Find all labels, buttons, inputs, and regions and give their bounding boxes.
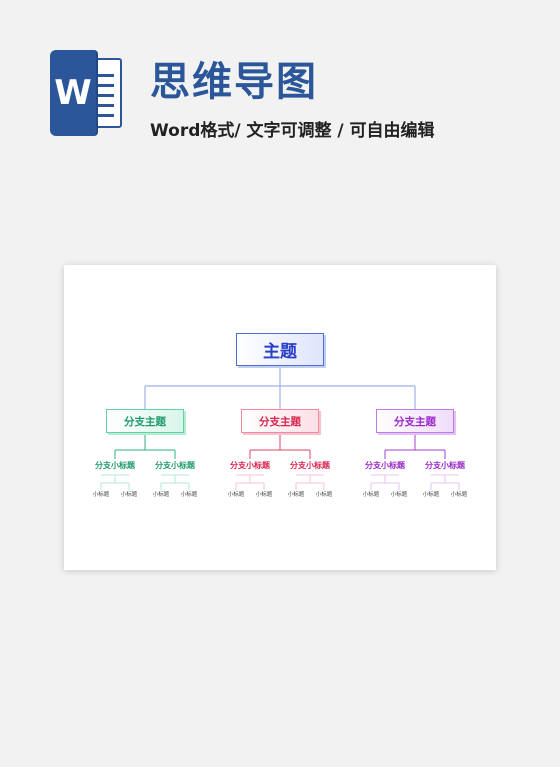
branch-1-lines xyxy=(249,433,311,459)
root-topic[interactable]: 主题 xyxy=(236,333,324,366)
leaf-0-1-0[interactable]: 小标题 xyxy=(152,492,170,498)
subtopic-2-1[interactable]: 分支小标题 xyxy=(425,461,465,470)
leaf-1-1-1[interactable]: 小标题 xyxy=(315,492,333,498)
branch-topic-1[interactable]: 分支主题 xyxy=(241,409,319,433)
leaf-1-1-0[interactable]: 小标题 xyxy=(287,492,305,498)
subtopic-1-0[interactable]: 分支小标题 xyxy=(230,461,270,470)
subtopic-2-0[interactable]: 分支小标题 xyxy=(365,461,405,470)
leaf-0-1-1[interactable]: 小标题 xyxy=(180,492,198,498)
leaf-2-0-1[interactable]: 小标题 xyxy=(390,492,408,498)
word-logo-letter: W xyxy=(54,73,92,113)
leaf-0-0-1[interactable]: 小标题 xyxy=(120,492,138,498)
branch-0-lines xyxy=(114,433,176,459)
leaf-2-1-0[interactable]: 小标题 xyxy=(422,492,440,498)
subtopic-0-0[interactable]: 分支小标题 xyxy=(95,461,135,470)
leaf-0-0-0[interactable]: 小标题 xyxy=(92,492,110,498)
leaf-2-1-1[interactable]: 小标题 xyxy=(450,492,468,498)
word-cover: W xyxy=(50,50,96,136)
subtopic-0-1[interactable]: 分支小标题 xyxy=(155,461,195,470)
branch-1-leaf-lines xyxy=(235,474,325,490)
page-subtitle: Word格式/ 文字可调整 / 可自由编辑 xyxy=(150,121,435,141)
branch-0-leaf-lines xyxy=(100,474,190,490)
leaf-2-0-0[interactable]: 小标题 xyxy=(362,492,380,498)
branch-topic-2[interactable]: 分支主题 xyxy=(376,409,454,433)
subtopic-1-1[interactable]: 分支小标题 xyxy=(290,461,330,470)
leaf-1-0-0[interactable]: 小标题 xyxy=(227,492,245,498)
leaf-1-0-1[interactable]: 小标题 xyxy=(255,492,273,498)
mindmap-card: 主题 分支主题 分支主题 分支主题 分支小标题 分支小标题 分支小标题 分支小标… xyxy=(64,265,496,570)
connector-lines xyxy=(100,366,460,490)
branch-2-lines xyxy=(384,433,446,459)
branch-2-leaf-lines xyxy=(370,474,460,490)
page-title: 思维导图 xyxy=(150,59,318,105)
branch-topic-0[interactable]: 分支主题 xyxy=(106,409,184,433)
word-logo-icon: W xyxy=(50,48,124,138)
